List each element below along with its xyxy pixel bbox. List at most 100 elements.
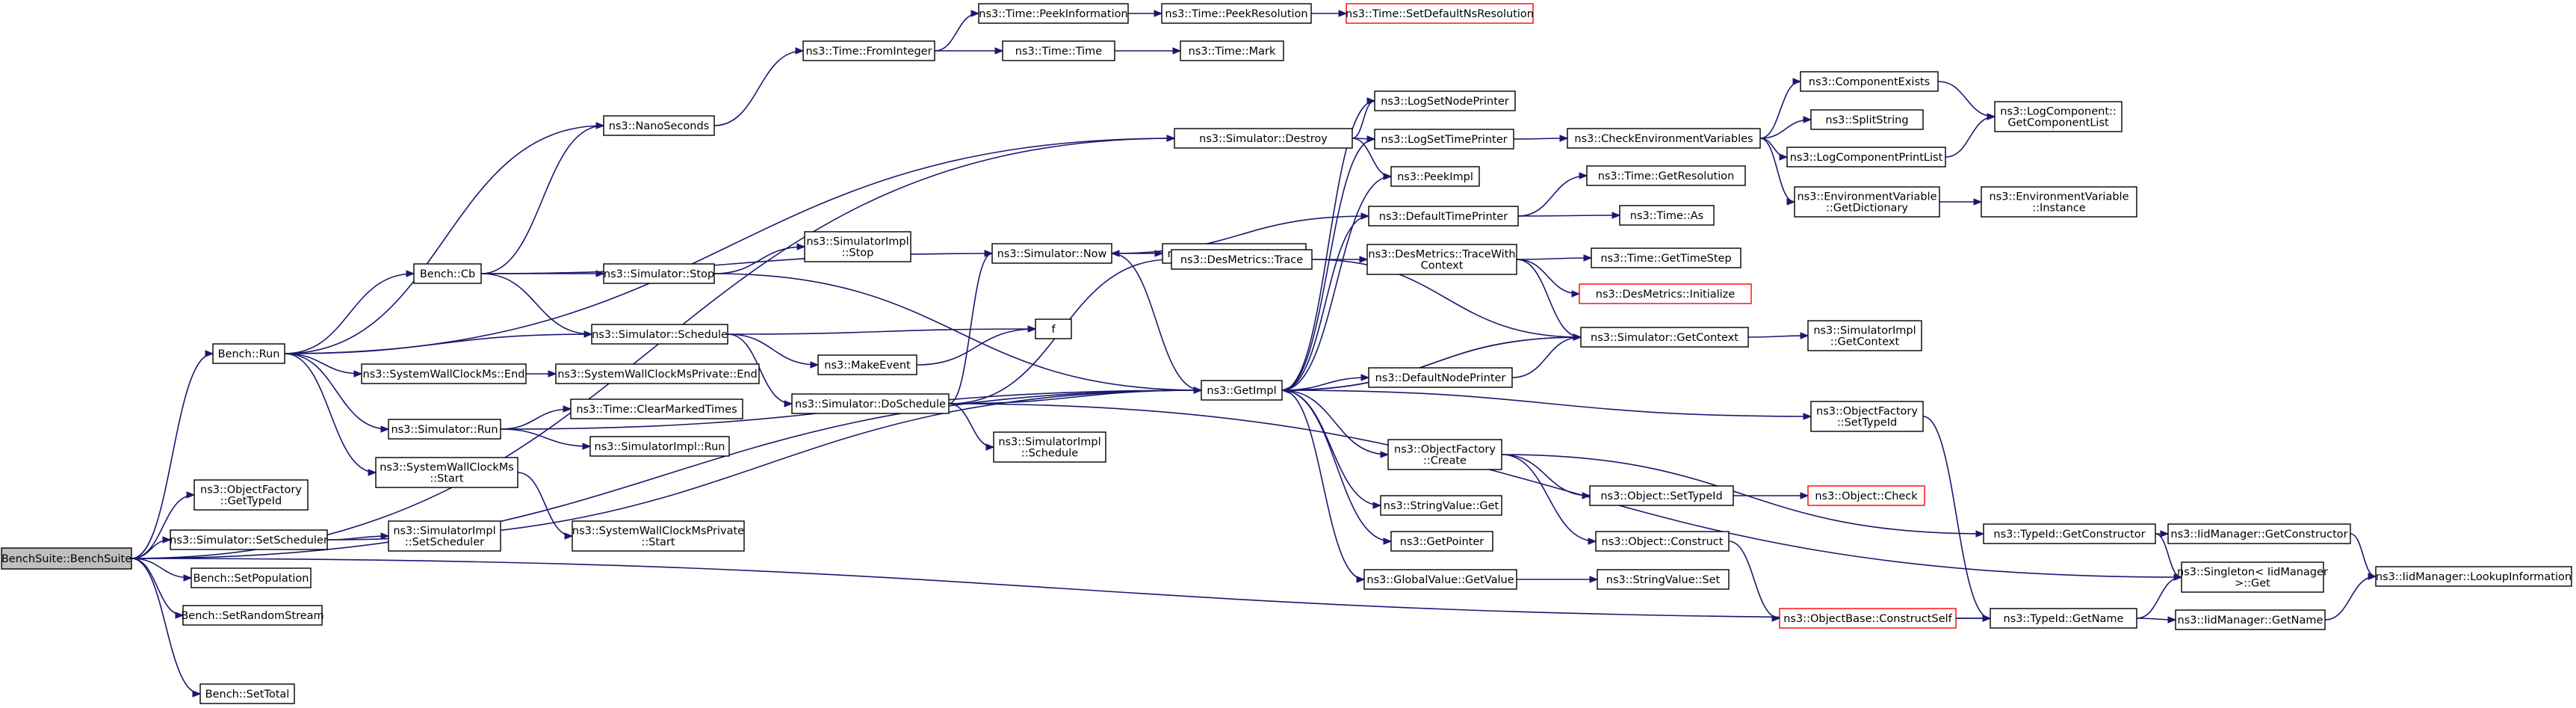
- node-checkenvvars[interactable]: ns3::CheckEnvironmentVariables: [1567, 128, 1761, 149]
- node-time-peekinformation[interactable]: ns3::Time::PeekInformation: [978, 3, 1129, 24]
- node-time-gettimestep[interactable]: ns3::Time::GetTimeStep: [1591, 247, 1741, 268]
- node-box[interactable]: [1981, 186, 2137, 218]
- node-time-as[interactable]: ns3::Time::As: [1619, 205, 1715, 226]
- node-box[interactable]: [1174, 128, 1353, 149]
- node-singleton-get[interactable]: ns3::Singleton< IidManager >::Get: [2177, 561, 2328, 593]
- node-box[interactable]: [1810, 401, 1924, 432]
- node-box[interactable]: [1810, 109, 1924, 130]
- node-box[interactable]: [1990, 608, 2137, 629]
- node-box[interactable]: [170, 529, 328, 550]
- node-box[interactable]: [1591, 247, 1741, 268]
- node-logcomponentprintlist[interactable]: ns3::LogComponentPrintList: [1786, 147, 1946, 167]
- node-box[interactable]: [1380, 495, 1502, 516]
- node-box[interactable]: [1586, 165, 1746, 186]
- node-box[interactable]: [993, 431, 1106, 463]
- node-time-setdefaultnsres[interactable]: ns3::Time::SetDefaultNsResolution: [1346, 3, 1534, 24]
- node-root[interactable]: BenchSuite::BenchSuite: [1, 547, 132, 570]
- node-sim-doschedule[interactable]: ns3::Simulator::DoSchedule: [791, 393, 950, 414]
- node-box[interactable]: [375, 457, 518, 488]
- node-desmetrics-initialize[interactable]: ns3::DesMetrics::Initialize: [1579, 283, 1752, 304]
- node-box[interactable]: [1180, 40, 1284, 61]
- node-defaultnodeprinter[interactable]: ns3::DefaultNodePrinter: [1368, 367, 1513, 388]
- node-typeid-getname[interactable]: ns3::TypeId::GetName: [1990, 608, 2137, 629]
- node-sim-run[interactable]: ns3::Simulator::Run: [388, 419, 501, 440]
- node-simimpl-schedule[interactable]: ns3::SimulatorImpl::Schedule: [993, 431, 1106, 463]
- node-box[interactable]: [1983, 523, 2156, 544]
- node-box[interactable]: [199, 683, 295, 704]
- node-makeevent[interactable]: ns3::MakeEvent: [817, 354, 917, 375]
- node-bench-setrandomstream[interactable]: Bench::SetRandomStream: [181, 605, 324, 626]
- node-box[interactable]: [1390, 531, 1493, 552]
- node-box[interactable]: [1779, 608, 1957, 629]
- node-simimpl-run[interactable]: ns3::SimulatorImpl::Run: [589, 436, 730, 457]
- node-time-getresolution[interactable]: ns3::Time::GetResolution: [1586, 165, 1746, 186]
- node-box[interactable]: [591, 324, 728, 345]
- node-box[interactable]: [1580, 327, 1749, 348]
- node-desmetrics-trace[interactable]: ns3::DesMetrics::Trace: [1171, 249, 1313, 270]
- node-box[interactable]: [1201, 380, 1283, 401]
- node-box[interactable]: [2175, 609, 2326, 630]
- node-logsetnodeprinter[interactable]: ns3::LogSetNodePrinter: [1374, 90, 1516, 111]
- node-time-time[interactable]: ns3::Time::Time: [1002, 40, 1115, 61]
- node-box[interactable]: [1, 547, 132, 570]
- node-bench-cb[interactable]: Bench::Cb: [413, 263, 482, 284]
- node-object-settypeid[interactable]: ns3::Object::SetTypeId: [1589, 485, 1734, 506]
- node-box[interactable]: [191, 567, 312, 588]
- node-componentexists[interactable]: ns3::ComponentExists: [1800, 71, 1939, 92]
- node-bench-run[interactable]: Bench::Run: [212, 343, 285, 364]
- node-box[interactable]: [570, 398, 743, 419]
- node-simimpl-stop[interactable]: ns3::SimulatorImpl::Stop: [804, 231, 911, 262]
- node-f[interactable]: f: [1035, 318, 1072, 339]
- node-box[interactable]: [2167, 523, 2351, 544]
- node-swcp-end[interactable]: ns3::SystemWallClockMsPrivate::End: [555, 363, 760, 384]
- node-time-frominteger[interactable]: ns3::Time::FromInteger: [802, 40, 935, 61]
- node-peekimpl[interactable]: ns3::PeekImpl: [1390, 166, 1480, 187]
- node-box[interactable]: [1161, 3, 1312, 24]
- node-box[interactable]: [2181, 561, 2324, 593]
- node-swc-end[interactable]: ns3::SystemWallClockMs::End: [361, 363, 527, 384]
- node-box[interactable]: [804, 231, 911, 262]
- node-of-settypeid[interactable]: ns3::ObjectFactory::SetTypeId: [1810, 401, 1924, 432]
- node-box[interactable]: [1807, 320, 1922, 351]
- node-simimpl-setscheduler[interactable]: ns3::SimulatorImpl::SetScheduler: [388, 520, 501, 552]
- node-box[interactable]: [1794, 186, 1940, 218]
- node-simimpl-getcontext[interactable]: ns3::SimulatorImpl::GetContext: [1807, 320, 1922, 351]
- node-defaulttimeprinter[interactable]: ns3::DefaultTimePrinter: [1368, 206, 1519, 227]
- node-box[interactable]: [991, 243, 1112, 264]
- node-box[interactable]: [1567, 128, 1761, 149]
- node-swcp-start[interactable]: ns3::SystemWallClockMsPrivate::Start: [572, 520, 745, 552]
- node-box[interactable]: [589, 436, 730, 457]
- node-envvar-instance[interactable]: ns3::EnvironmentVariable::Instance: [1981, 186, 2137, 218]
- node-box[interactable]: [413, 263, 482, 284]
- node-bench-settotal[interactable]: Bench::SetTotal: [199, 683, 295, 704]
- node-box[interactable]: [1994, 101, 2123, 132]
- node-box[interactable]: [1368, 367, 1513, 388]
- node-sim-destroy[interactable]: ns3::Simulator::Destroy: [1174, 128, 1353, 149]
- node-box[interactable]: [555, 363, 760, 384]
- node-box[interactable]: [1002, 40, 1115, 61]
- node-box[interactable]: [1374, 90, 1516, 111]
- node-iidmanager-getconstructor[interactable]: ns3::IidManager::GetConstructor: [2167, 523, 2351, 544]
- node-box[interactable]: [1619, 205, 1715, 226]
- node-box[interactable]: [193, 479, 309, 511]
- node-box[interactable]: [361, 363, 527, 384]
- node-box[interactable]: [388, 419, 501, 440]
- node-of-create[interactable]: ns3::ObjectFactory::Create: [1387, 439, 1502, 470]
- node-swc-start[interactable]: ns3::SystemWallClockMs::Start: [375, 457, 518, 488]
- node-box[interactable]: [1807, 485, 1925, 506]
- node-time-mark[interactable]: ns3::Time::Mark: [1180, 40, 1284, 61]
- node-getimpl[interactable]: ns3::GetImpl: [1201, 380, 1283, 401]
- node-sim-now[interactable]: ns3::Simulator::Now: [991, 243, 1112, 264]
- node-box[interactable]: [603, 263, 715, 284]
- node-time-peekresolution[interactable]: ns3::Time::PeekResolution: [1161, 3, 1312, 24]
- node-object-check[interactable]: ns3::Object::Check: [1807, 485, 1925, 506]
- node-box[interactable]: [1390, 166, 1480, 187]
- node-of-gettypeid-left[interactable]: ns3::ObjectFactory::GetTypeId: [193, 479, 309, 511]
- node-sim-schedule[interactable]: ns3::Simulator::Schedule: [591, 324, 728, 345]
- node-iidmanager-lookupinfo[interactable]: ns3::IidManager::LookupInformation: [2375, 566, 2572, 587]
- node-bench-setpopulation[interactable]: Bench::SetPopulation: [191, 567, 312, 588]
- node-globalvalue-getvalue[interactable]: ns3::GlobalValue::GetValue: [1363, 569, 1517, 590]
- node-box[interactable]: [1786, 147, 1946, 167]
- node-box[interactable]: [978, 3, 1129, 24]
- node-time-clearmarked[interactable]: ns3::Time::ClearMarkedTimes: [570, 398, 743, 419]
